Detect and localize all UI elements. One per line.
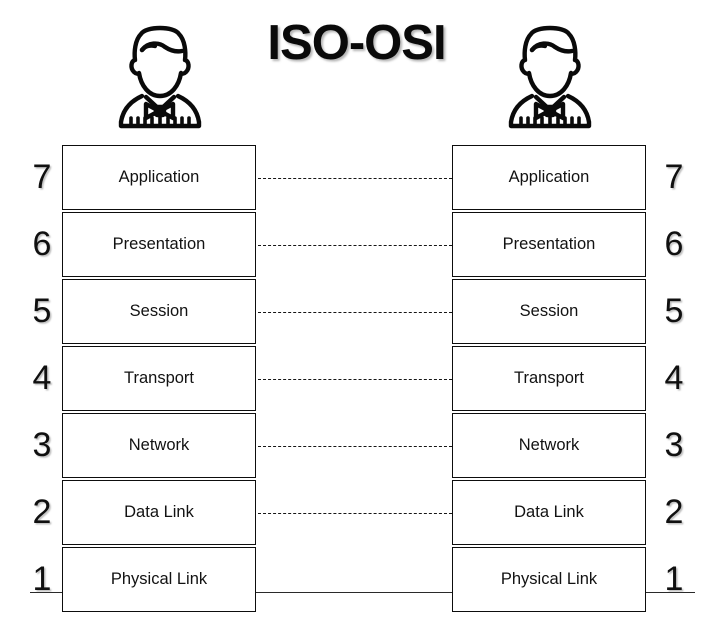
right-layer-number-6: 6: [664, 225, 684, 263]
left-layer-number-4: 4: [32, 359, 52, 397]
person-bowtie-icon-right: [491, 12, 609, 132]
left-layer-number-1: 1: [32, 560, 52, 598]
left-layer-label-session: Session: [129, 302, 189, 321]
right-layer-number-5: 5: [664, 292, 684, 330]
right-layer-box-transport[interactable]: Transport: [452, 346, 646, 411]
left-layer-box-physical-link[interactable]: Physical Link: [62, 547, 256, 612]
right-layer-number-1: 1: [664, 560, 684, 598]
right-layer-box-data-link[interactable]: Data Link: [452, 480, 646, 545]
right-layer-number-3: 3: [664, 426, 684, 464]
right-layer-number-4: 4: [664, 359, 684, 397]
left-layer-label-presentation: Presentation: [112, 235, 206, 254]
connector-layer-4: [258, 379, 452, 380]
left-layer-box-application[interactable]: Application: [62, 145, 256, 210]
left-layer-number-6: 6: [32, 225, 52, 263]
left-layer-number-3: 3: [32, 426, 52, 464]
left-layer-label-physical-link: Physical Link: [110, 570, 208, 589]
right-layer-label-physical-link: Physical Link: [500, 570, 598, 589]
left-protocol-stack: Application Presentation Session Transpo…: [62, 145, 258, 613]
right-layer-box-presentation[interactable]: Presentation: [452, 212, 646, 277]
right-layer-number-2: 2: [664, 493, 684, 531]
page-title: ISO-OSI: [267, 16, 446, 70]
right-layer-label-presentation: Presentation: [502, 235, 596, 254]
right-layer-box-application[interactable]: Application: [452, 145, 646, 210]
left-layer-box-transport[interactable]: Transport: [62, 346, 256, 411]
left-layer-label-application: Application: [118, 168, 200, 187]
right-protocol-stack: Application Presentation Session Transpo…: [452, 145, 648, 613]
left-layer-label-data-link: Data Link: [124, 503, 194, 522]
left-layer-label-network: Network: [128, 436, 190, 455]
right-layer-number-7: 7: [664, 158, 684, 196]
right-layer-box-physical-link[interactable]: Physical Link: [452, 547, 646, 612]
connector-layer-1-physical: [30, 592, 695, 593]
left-layer-box-session[interactable]: Session: [62, 279, 256, 344]
right-layer-box-session[interactable]: Session: [452, 279, 646, 344]
left-layer-number-7: 7: [32, 158, 52, 196]
left-layer-box-presentation[interactable]: Presentation: [62, 212, 256, 277]
right-layer-box-network[interactable]: Network: [452, 413, 646, 478]
person-bowtie-icon-left: [101, 12, 219, 132]
connector-layer-7: [258, 178, 452, 179]
right-layer-label-transport: Transport: [514, 369, 584, 388]
right-layer-label-application: Application: [508, 168, 590, 187]
connector-layer-5: [258, 312, 452, 313]
left-layer-number-5: 5: [32, 292, 52, 330]
left-layer-number-2: 2: [32, 493, 52, 531]
connector-layer-2: [258, 513, 452, 514]
right-layer-label-network: Network: [518, 436, 580, 455]
left-layer-label-transport: Transport: [124, 369, 194, 388]
right-layer-label-data-link: Data Link: [514, 503, 584, 522]
connector-layer-6: [258, 245, 452, 246]
left-layer-box-network[interactable]: Network: [62, 413, 256, 478]
right-layer-label-session: Session: [519, 302, 579, 321]
left-layer-box-data-link[interactable]: Data Link: [62, 480, 256, 545]
connector-layer-3: [258, 446, 452, 447]
